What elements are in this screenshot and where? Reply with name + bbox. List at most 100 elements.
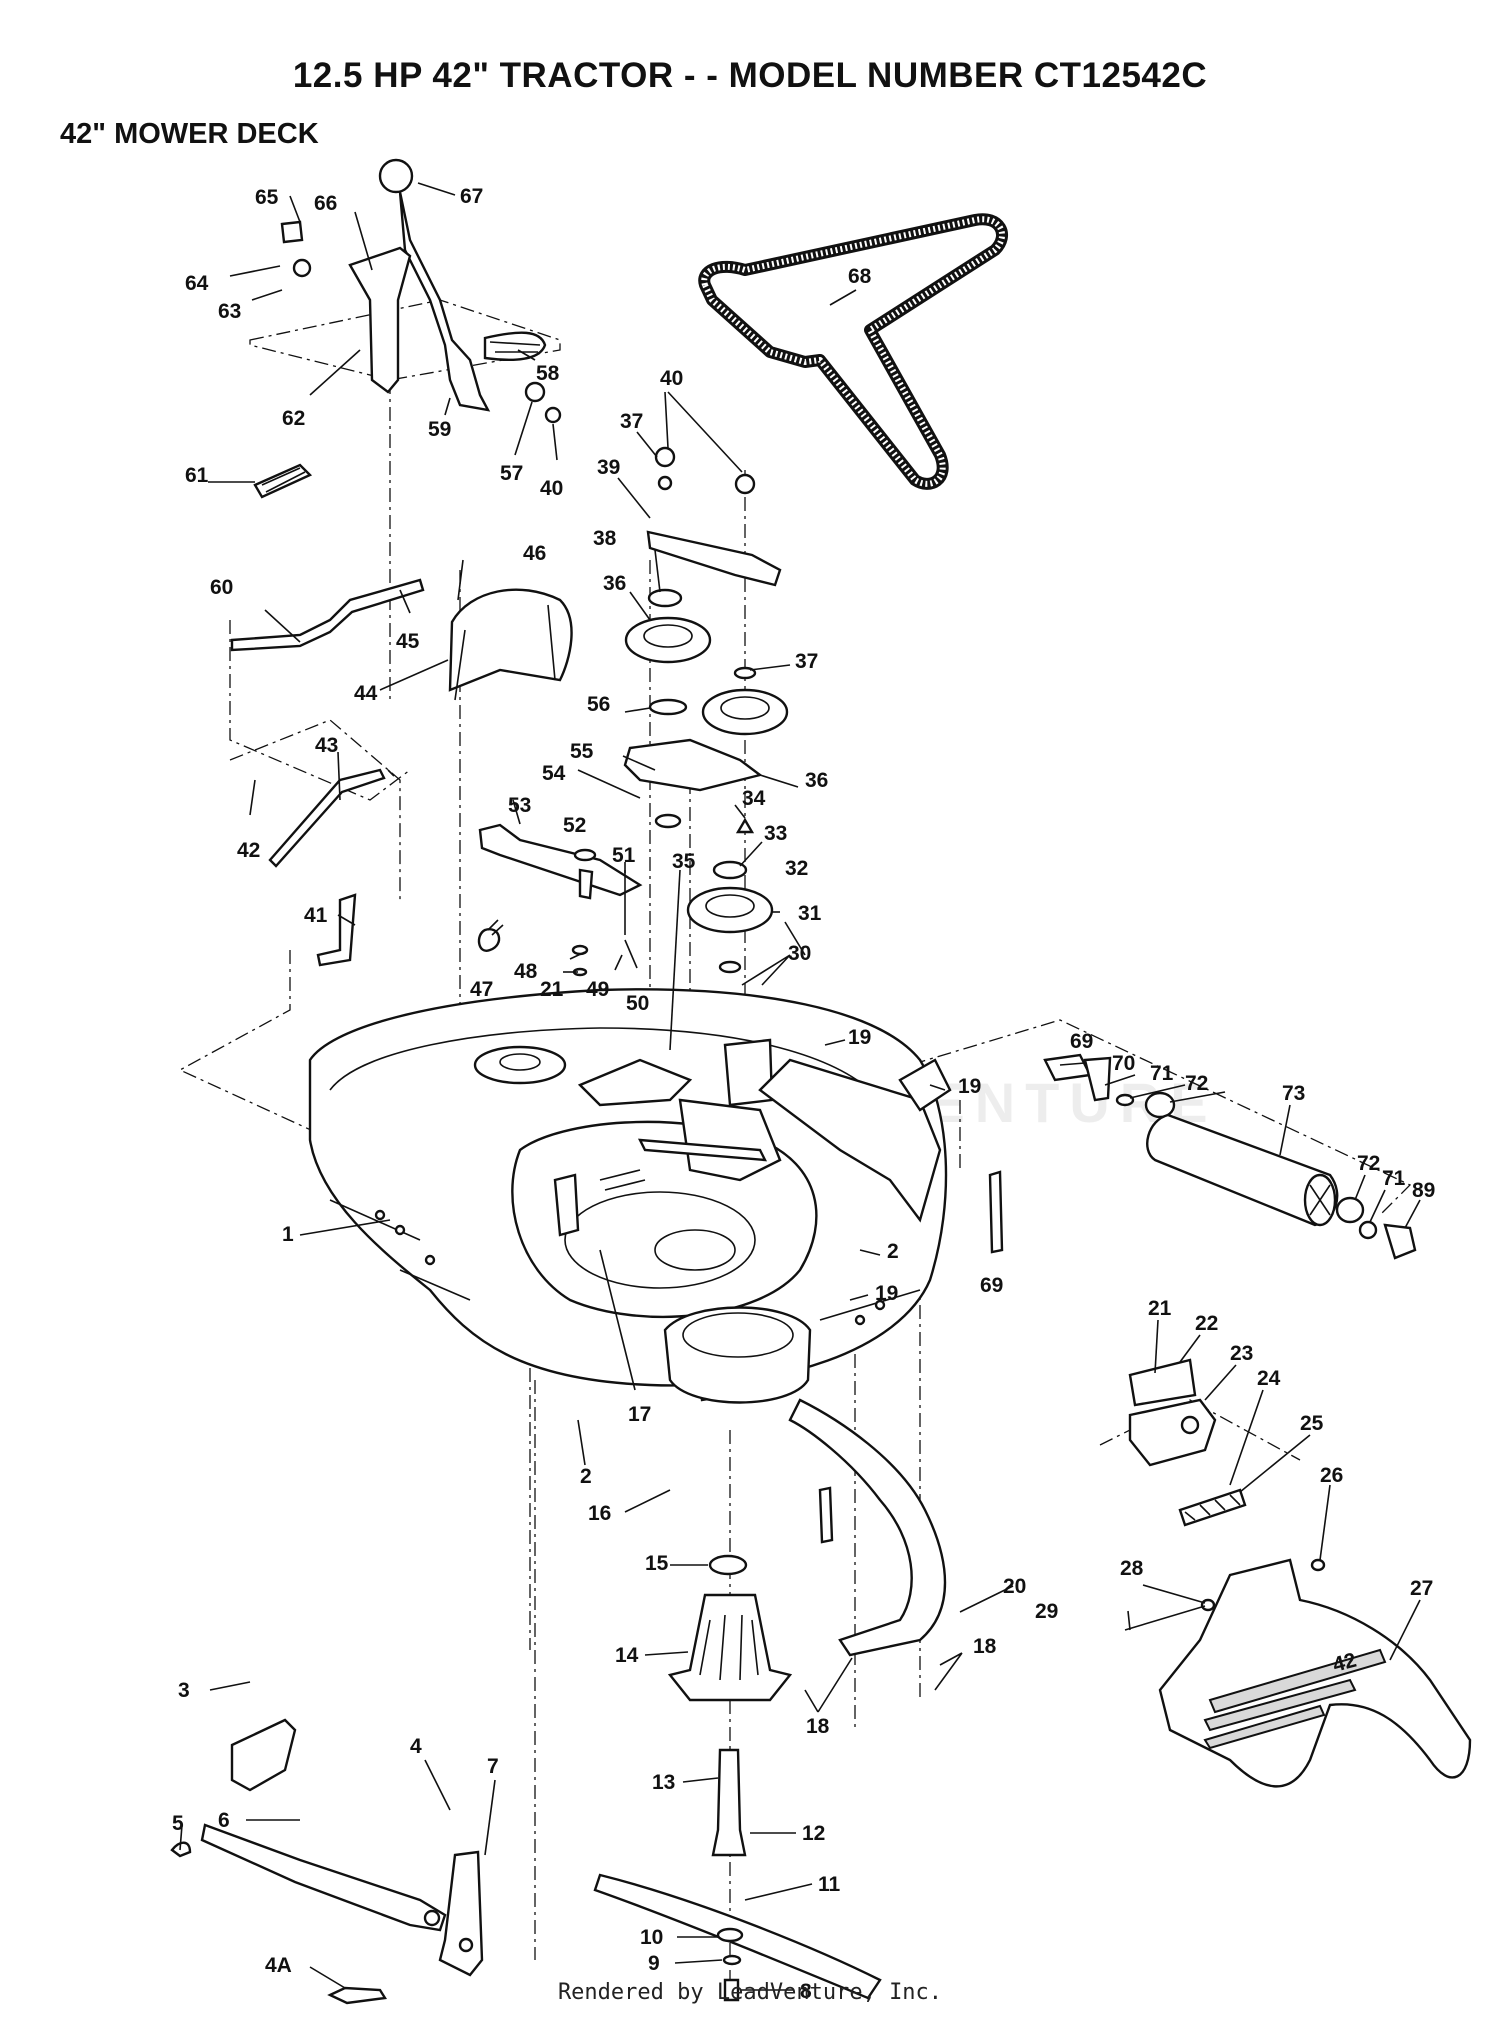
callout-26: 26 bbox=[1320, 1464, 1343, 1487]
callout-44: 44 bbox=[354, 682, 378, 705]
callout-21a: 21 bbox=[540, 978, 564, 1001]
callout-41: 41 bbox=[304, 904, 328, 927]
drive-belt bbox=[698, 213, 1008, 490]
callout-45: 45 bbox=[396, 630, 420, 653]
callout-37b: 37 bbox=[795, 650, 818, 673]
callout-19b: 19 bbox=[958, 1075, 981, 1098]
anti-scalp-roller bbox=[988, 1053, 1417, 1260]
callout-37a: 37 bbox=[620, 410, 643, 433]
callout-57: 57 bbox=[500, 462, 523, 485]
callout-29: 29 bbox=[1035, 1600, 1058, 1623]
callout-72b: 72 bbox=[1357, 1152, 1380, 1175]
callout-61: 61 bbox=[185, 464, 209, 487]
callout-6: 6 bbox=[218, 1809, 230, 1832]
callout-70: 70 bbox=[1112, 1052, 1135, 1075]
callout-2a: 2 bbox=[887, 1240, 899, 1263]
callout-42: 42 bbox=[237, 839, 260, 862]
callout-47: 47 bbox=[470, 978, 493, 1001]
callout-3: 3 bbox=[178, 1679, 190, 1702]
callout-33: 33 bbox=[764, 822, 787, 845]
footer-credit: Rendered by LeadVenture, Inc. bbox=[557, 1980, 943, 2005]
linkage-rods bbox=[230, 578, 573, 967]
callout-69b: 69 bbox=[980, 1274, 1003, 1297]
callout-58: 58 bbox=[536, 362, 560, 385]
callout-49: 49 bbox=[586, 978, 609, 1001]
callout-36a: 36 bbox=[603, 572, 626, 595]
callout-31: 31 bbox=[798, 902, 822, 925]
callout-2b: 2 bbox=[580, 1465, 592, 1488]
callout-68: 68 bbox=[848, 265, 872, 288]
callout-9: 9 bbox=[648, 1952, 660, 1975]
callout-63: 63 bbox=[218, 300, 241, 323]
callout-10: 10 bbox=[640, 1926, 663, 1949]
callout-28: 28 bbox=[1120, 1557, 1144, 1580]
callout-4A: 4A bbox=[265, 1954, 292, 1977]
callout-71b: 71 bbox=[1382, 1167, 1406, 1190]
blade-spindle-assembly bbox=[593, 1306, 882, 2002]
callout-11: 11 bbox=[818, 1873, 841, 1896]
callout-59: 59 bbox=[428, 418, 451, 441]
page-title: 12.5 HP 42" TRACTOR - - MODEL NUMBER CT1… bbox=[292, 56, 1208, 95]
callout-22: 22 bbox=[1195, 1312, 1218, 1335]
callout-17: 17 bbox=[628, 1403, 651, 1426]
callout-19a: 19 bbox=[848, 1026, 871, 1049]
callout-13: 13 bbox=[652, 1771, 675, 1794]
callout-36b: 36 bbox=[805, 769, 828, 792]
callout-89: 89 bbox=[1412, 1179, 1435, 1202]
callout-23: 23 bbox=[1230, 1342, 1253, 1365]
callout-18a: 18 bbox=[973, 1635, 997, 1658]
callout-18b: 18 bbox=[806, 1715, 830, 1738]
callout-48: 48 bbox=[514, 960, 538, 983]
callout-60: 60 bbox=[210, 576, 233, 599]
height-adjust-links bbox=[170, 1718, 484, 2005]
deflector-baffle bbox=[788, 1398, 947, 1657]
callout-62: 62 bbox=[282, 407, 305, 430]
callout-19c: 19 bbox=[875, 1282, 898, 1305]
callout-65: 65 bbox=[255, 186, 279, 209]
callout-55: 55 bbox=[570, 740, 594, 763]
callout-1: 1 bbox=[282, 1223, 294, 1246]
callout-4: 4 bbox=[410, 1735, 422, 1758]
callout-21b: 21 bbox=[1148, 1297, 1172, 1320]
callout-54: 54 bbox=[542, 762, 566, 785]
callout-71a: 71 bbox=[1150, 1062, 1174, 1085]
lift-handle-assembly bbox=[253, 158, 562, 499]
callout-15: 15 bbox=[645, 1552, 669, 1575]
callout-34: 34 bbox=[742, 787, 766, 810]
callout-69a: 69 bbox=[1070, 1030, 1093, 1053]
callout-43: 43 bbox=[315, 734, 338, 757]
callout-7: 7 bbox=[487, 1755, 499, 1778]
callout-5: 5 bbox=[172, 1812, 184, 1835]
callout-16: 16 bbox=[588, 1502, 611, 1525]
callout-20: 20 bbox=[1003, 1575, 1026, 1598]
callout-72a: 72 bbox=[1185, 1072, 1208, 1095]
mower-deck-housing bbox=[308, 988, 952, 1402]
callout-24: 24 bbox=[1257, 1367, 1281, 1390]
callout-32: 32 bbox=[785, 857, 808, 880]
callout-40b: 40 bbox=[540, 477, 563, 500]
callout-53: 53 bbox=[508, 794, 531, 817]
callout-39: 39 bbox=[597, 456, 620, 479]
brake-arm-assembly bbox=[478, 823, 643, 977]
callout-52: 52 bbox=[563, 814, 586, 837]
callout-51: 51 bbox=[612, 844, 636, 867]
callout-56: 56 bbox=[587, 693, 610, 716]
callout-30: 30 bbox=[788, 942, 811, 965]
callout-35: 35 bbox=[672, 850, 696, 873]
callout-66: 66 bbox=[314, 192, 337, 215]
callout-12: 12 bbox=[802, 1822, 825, 1845]
callout-40a: 40 bbox=[660, 367, 683, 390]
callout-50: 50 bbox=[626, 992, 649, 1015]
callout-25: 25 bbox=[1300, 1412, 1324, 1435]
callout-73: 73 bbox=[1282, 1082, 1305, 1105]
callout-27: 27 bbox=[1410, 1577, 1433, 1600]
discharge-chute-assembly: 42 bbox=[1124, 1358, 1472, 1788]
leader-lines bbox=[179, 182, 1421, 1991]
callout-14: 14 bbox=[615, 1644, 639, 1667]
section-title: 42" MOWER DECK bbox=[60, 118, 319, 150]
callout-38: 38 bbox=[593, 527, 617, 550]
callout-8: 8 bbox=[800, 1980, 812, 2003]
callout-67: 67 bbox=[460, 185, 483, 208]
